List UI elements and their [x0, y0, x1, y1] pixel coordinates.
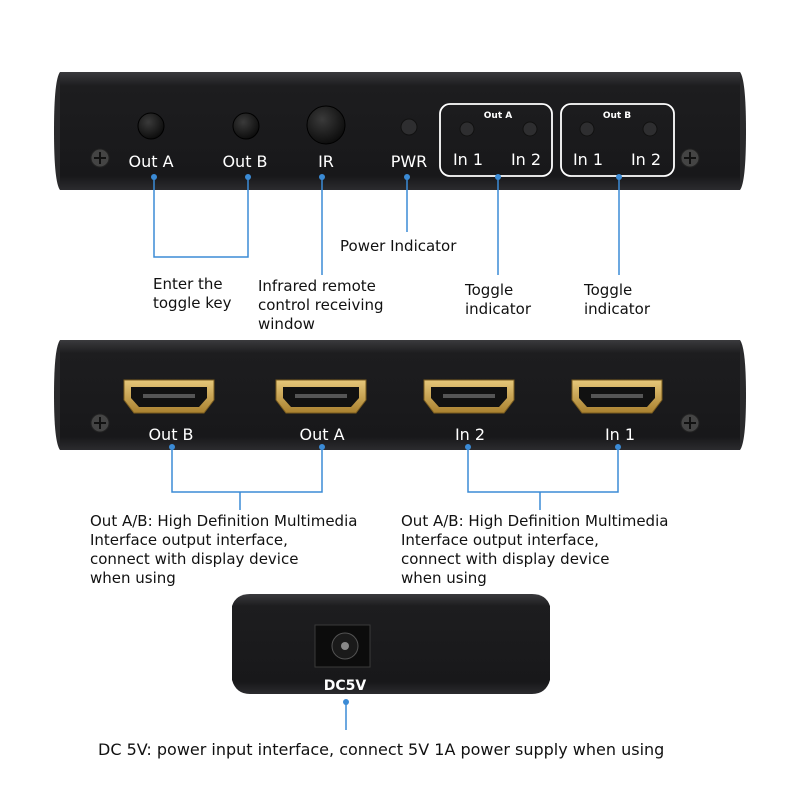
out-a-in1-label: In 1 — [453, 150, 483, 169]
hdmi-port-in-2[interactable] — [423, 379, 515, 414]
out-b-in1-led — [579, 121, 595, 137]
out-a-toggle-button[interactable] — [137, 112, 165, 140]
front-connectors — [151, 174, 622, 275]
pwr-label: PWR — [391, 152, 428, 171]
out-b-group-title: Out B — [603, 111, 631, 121]
out-a-port-label: Out A — [299, 425, 344, 444]
side-panel: DC5V — [232, 594, 550, 694]
ir-window-caption: Infrared remote control receiving window — [258, 277, 384, 333]
hdmi-output-caption-right: Out A/B: High Definition Multimedia Inte… — [401, 512, 669, 587]
out-b-toggle-button[interactable] — [232, 112, 260, 140]
out-a-button-label: Out A — [128, 152, 173, 171]
out-a-in2-label: In 2 — [511, 150, 541, 169]
rear-connectors — [169, 444, 621, 510]
toggle-key-caption: Enter the toggle key — [153, 275, 232, 312]
dc-power-caption: DC 5V: power input interface, connect 5V… — [98, 740, 665, 759]
bottom-connector — [343, 699, 349, 730]
out-a-in2-led — [522, 121, 538, 137]
out-b-in2-label: In 2 — [631, 150, 661, 169]
dc5v-label: DC5V — [324, 678, 367, 694]
power-led — [400, 118, 418, 136]
hdmi-output-caption-left: Out A/B: High Definition Multimedia Inte… — [90, 512, 358, 587]
screw-icon — [680, 148, 700, 168]
out-b-in2-led — [642, 121, 658, 137]
hdmi-port-out-b[interactable] — [123, 379, 215, 414]
hdmi-port-in-1[interactable] — [571, 379, 663, 414]
rear-panel: Out B Out A In 2 In 1 — [54, 340, 746, 450]
toggle-indicator-a-caption: Toggle indicator — [465, 281, 532, 318]
out-b-button-label: Out B — [222, 152, 267, 171]
dc-jack[interactable] — [314, 624, 371, 668]
in-2-port-label: In 2 — [455, 425, 485, 444]
screw-icon — [90, 148, 110, 168]
out-b-port-label: Out B — [148, 425, 193, 444]
out-a-in1-led — [459, 121, 475, 137]
toggle-indicator-b-caption: Toggle indicator — [584, 281, 651, 318]
hdmi-port-out-a[interactable] — [275, 379, 367, 414]
out-b-in1-label: In 1 — [573, 150, 603, 169]
screw-icon — [680, 413, 700, 433]
front-panel: Out A Out B IR PWR Out A In 1 In 2 Out B… — [54, 72, 746, 190]
out-a-group-title: Out A — [484, 111, 512, 121]
ir-label: IR — [318, 152, 334, 171]
power-indicator-caption: Power Indicator — [340, 237, 457, 255]
screw-icon — [90, 413, 110, 433]
in-1-port-label: In 1 — [605, 425, 635, 444]
ir-receiver-window — [306, 105, 346, 145]
out-b-indicator-group: Out B In 1 In 2 — [560, 103, 675, 177]
